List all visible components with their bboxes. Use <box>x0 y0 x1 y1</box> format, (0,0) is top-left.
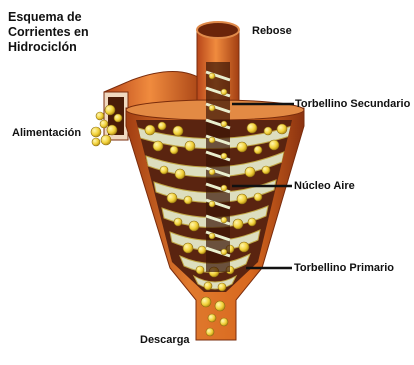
air-core-column <box>206 62 230 272</box>
overflow-pipe-top <box>197 22 239 38</box>
label-overflow: Rebose <box>252 25 292 37</box>
label-primary-vortex: Torbellino Primario <box>294 262 394 274</box>
label-secondary-vortex: Torbellino Secundario <box>295 98 410 110</box>
label-air-core: Núcleo Aire <box>294 180 355 192</box>
label-feed: Alimentación <box>12 127 81 139</box>
label-discharge: Descarga <box>140 334 190 346</box>
